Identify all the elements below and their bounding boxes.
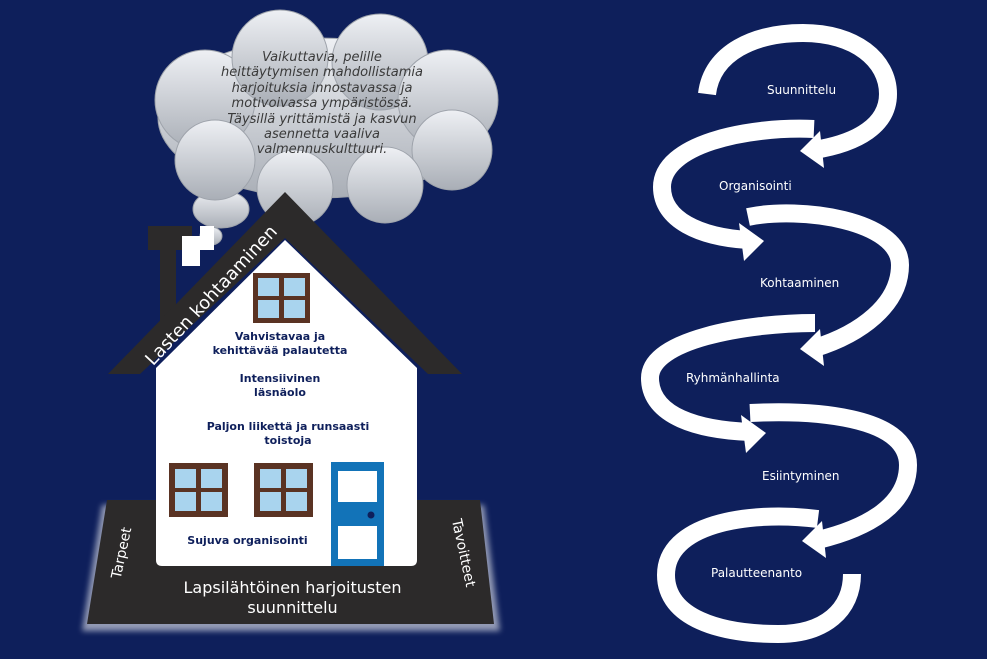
step-label-4: Ryhmänhallinta	[686, 371, 780, 385]
step-label-3: Kohtaaminen	[760, 276, 840, 290]
step-label-6: Palautteenanto	[711, 566, 803, 580]
step-label-5: Esiintyminen	[762, 469, 840, 483]
step-label-2: Organisointi	[719, 179, 792, 193]
arrowhead-1	[800, 131, 824, 168]
cycle-arrow-1	[698, 23, 898, 159]
step-label-1: Suunnittelu	[767, 83, 837, 97]
window-right	[254, 463, 313, 517]
cycle-arrow-2	[652, 119, 815, 249]
organisation-text: Sujuva organisointi	[187, 534, 308, 547]
arrowhead-4	[741, 415, 766, 453]
arrowhead-5	[802, 521, 826, 558]
cycle-arrow-4	[640, 314, 816, 441]
door	[331, 462, 384, 566]
thought-cloud	[154, 9, 499, 246]
presence-text: Intensiivinen läsnäolo	[239, 372, 321, 399]
cycle-arrow-5	[749, 403, 918, 549]
base-main-text: Lapsilähtöinen harjoitusten suunnittelu	[183, 578, 402, 617]
cycle-arrowheads	[739, 131, 826, 558]
window-top	[253, 273, 310, 323]
movement-text: Paljon liikettä ja runsaasti toistoja	[206, 420, 370, 447]
window-left	[169, 463, 228, 517]
feedback-text: Vahvistavaa ja kehittävää palautetta	[212, 330, 348, 357]
roof	[108, 192, 462, 374]
arrowhead-2	[739, 223, 764, 261]
chimney	[148, 226, 214, 326]
cycle-arrow-6	[656, 507, 861, 644]
cycle-arrows	[640, 23, 918, 644]
cycle-arrow-3	[746, 204, 910, 357]
cloud-text: Vaikuttavia, pelille heittäytymisen mahd…	[221, 50, 423, 158]
arrowhead-3	[800, 329, 824, 366]
